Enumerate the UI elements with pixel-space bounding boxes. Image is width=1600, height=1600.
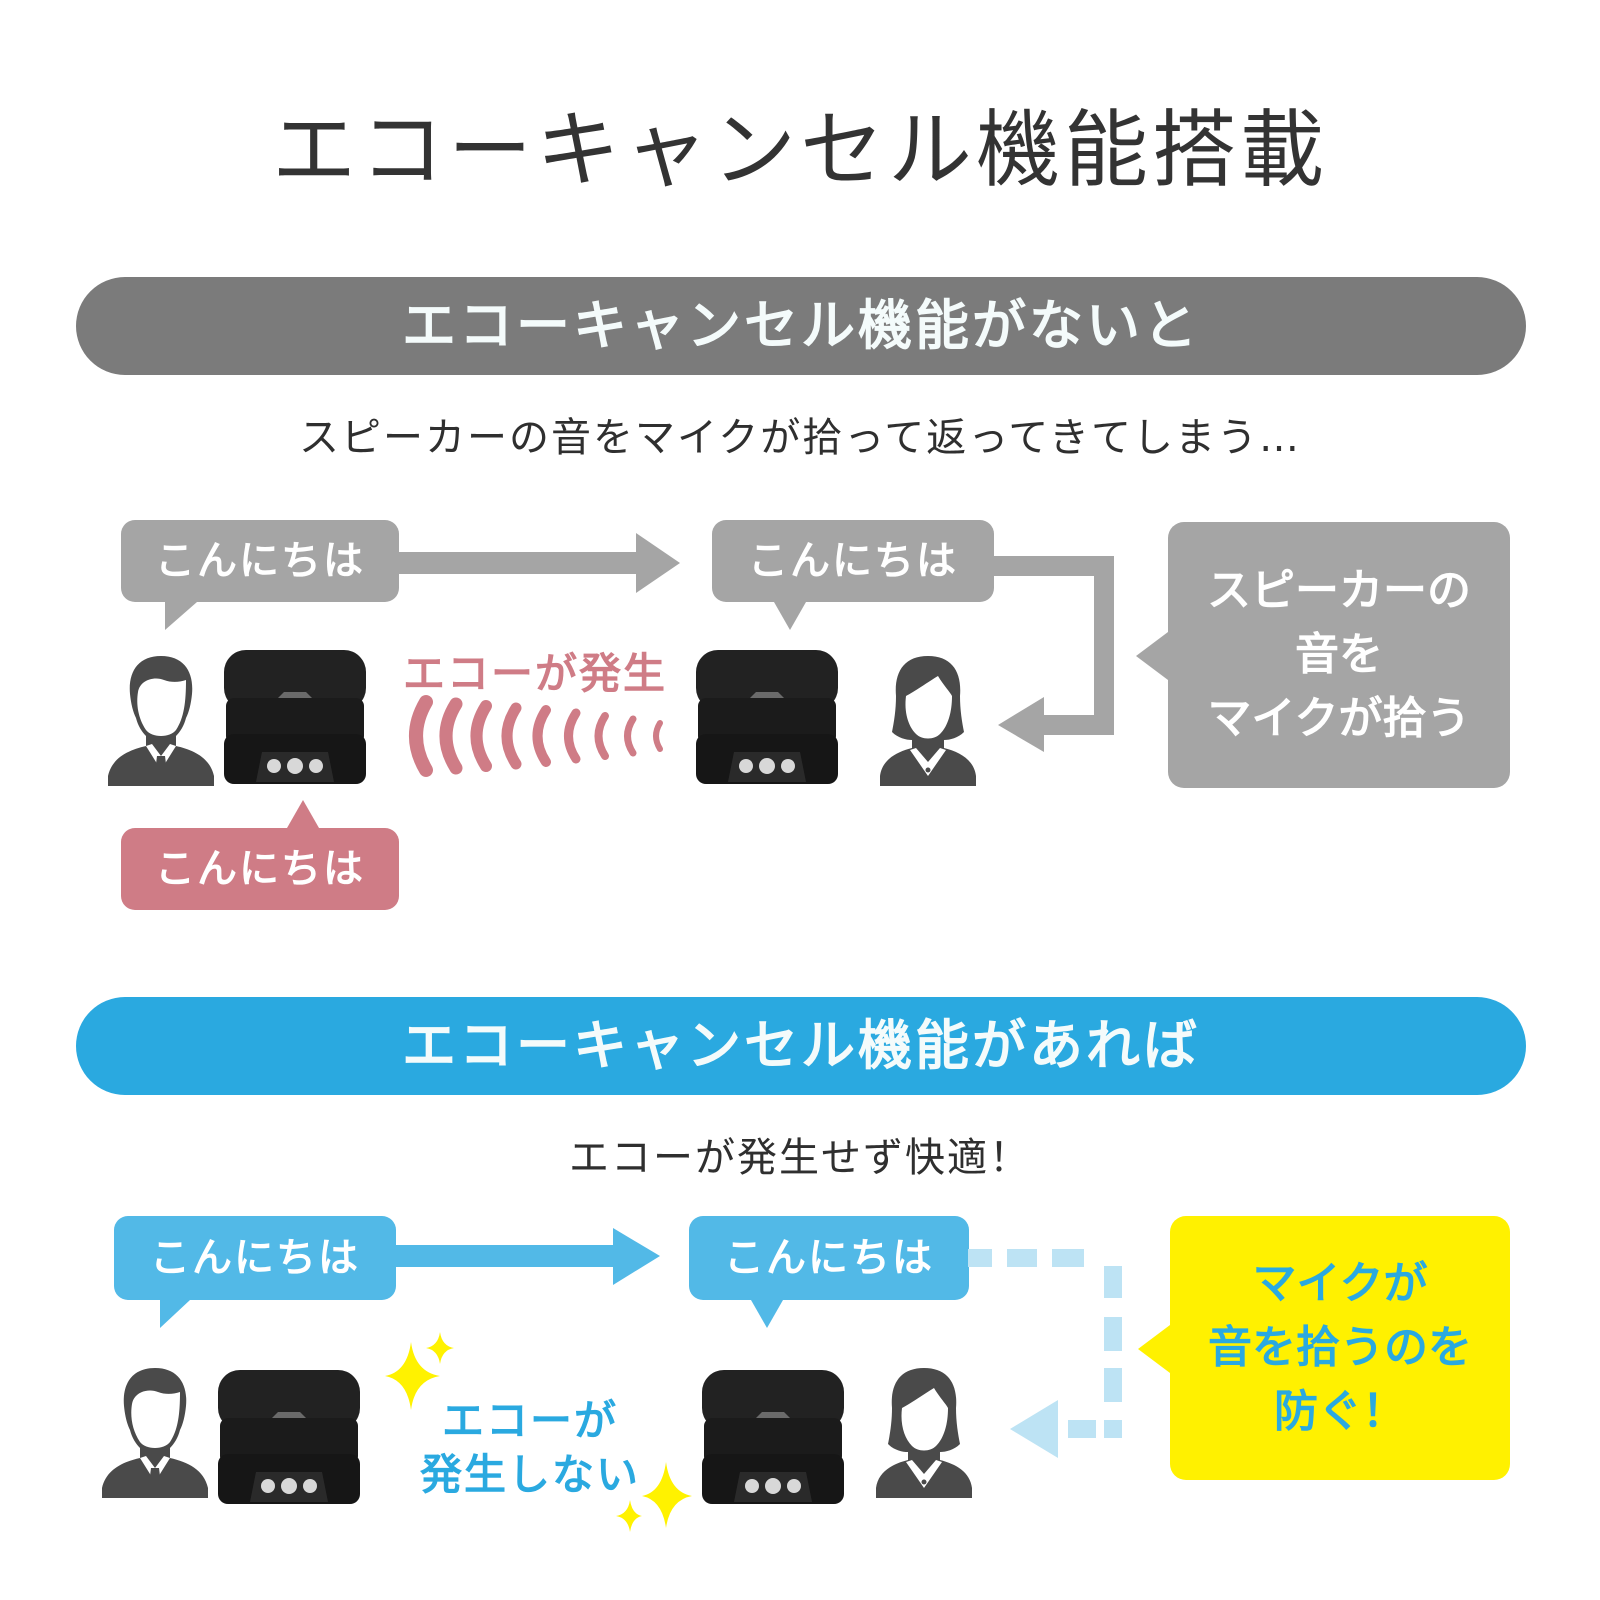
note-box-pointer <box>1136 632 1168 680</box>
note-line: 防ぐ！ <box>1274 1386 1406 1437</box>
note-box-prevents-pickup: マイクが 音を拾うのを 防ぐ！ <box>1170 1216 1510 1480</box>
note-line: スピーカーの <box>1207 565 1471 616</box>
with-echo-cancel-band: エコーキャンセル機能があれば <box>76 997 1526 1095</box>
woman-icon <box>880 656 976 786</box>
man-icon <box>108 656 214 786</box>
speech-bubble-right: こんにちは <box>712 520 994 630</box>
note-box-pointer <box>1138 1325 1170 1373</box>
without-echo-cancel-band: エコーキャンセル機能がないと <box>76 277 1526 375</box>
with-subtitle: エコーが発生せず快適！ <box>569 1135 1031 1181</box>
label-line: 発生しない <box>419 1450 640 1499</box>
bubble-text: こんにちは <box>724 1235 934 1281</box>
speech-bubble-left: こんにちは <box>121 520 399 630</box>
note-line: マイクが拾う <box>1207 693 1471 744</box>
bubble-text: こんにちは <box>150 1235 360 1281</box>
echo-occurs-label: エコーが発生 <box>402 649 667 698</box>
without-subtitle: スピーカーの音をマイクが拾って返ってきてしまう… <box>299 415 1301 461</box>
note-line: マイクが <box>1252 1258 1428 1309</box>
speakerphone-icon <box>702 1370 844 1504</box>
no-echo-label: エコーが 発生しない <box>410 1394 650 1502</box>
bubble-text: こんにちは <box>155 538 365 584</box>
speech-bubble-right: こんにちは <box>689 1216 969 1328</box>
label-line: エコーが <box>441 1396 618 1445</box>
page-title: エコーキャンセル機能搭載 <box>271 101 1328 199</box>
note-line: 音を拾うのを <box>1208 1322 1472 1373</box>
speakerphone-icon <box>224 650 366 784</box>
echo-waves-icon <box>409 695 663 777</box>
echo-speech-bubble: こんにちは <box>121 800 399 910</box>
woman-icon <box>876 1368 972 1498</box>
speech-bubble-left: こんにちは <box>114 1216 396 1328</box>
speakerphone-icon <box>218 1370 360 1504</box>
speakerphone-icon <box>696 650 838 784</box>
note-line: 音を <box>1295 629 1383 680</box>
note-box-speaker-picked-up: スピーカーの 音を マイクが拾う <box>1168 522 1510 788</box>
bubble-text: こんにちは <box>748 538 958 584</box>
bubble-text: こんにちは <box>155 846 365 892</box>
man-icon <box>102 1368 208 1498</box>
